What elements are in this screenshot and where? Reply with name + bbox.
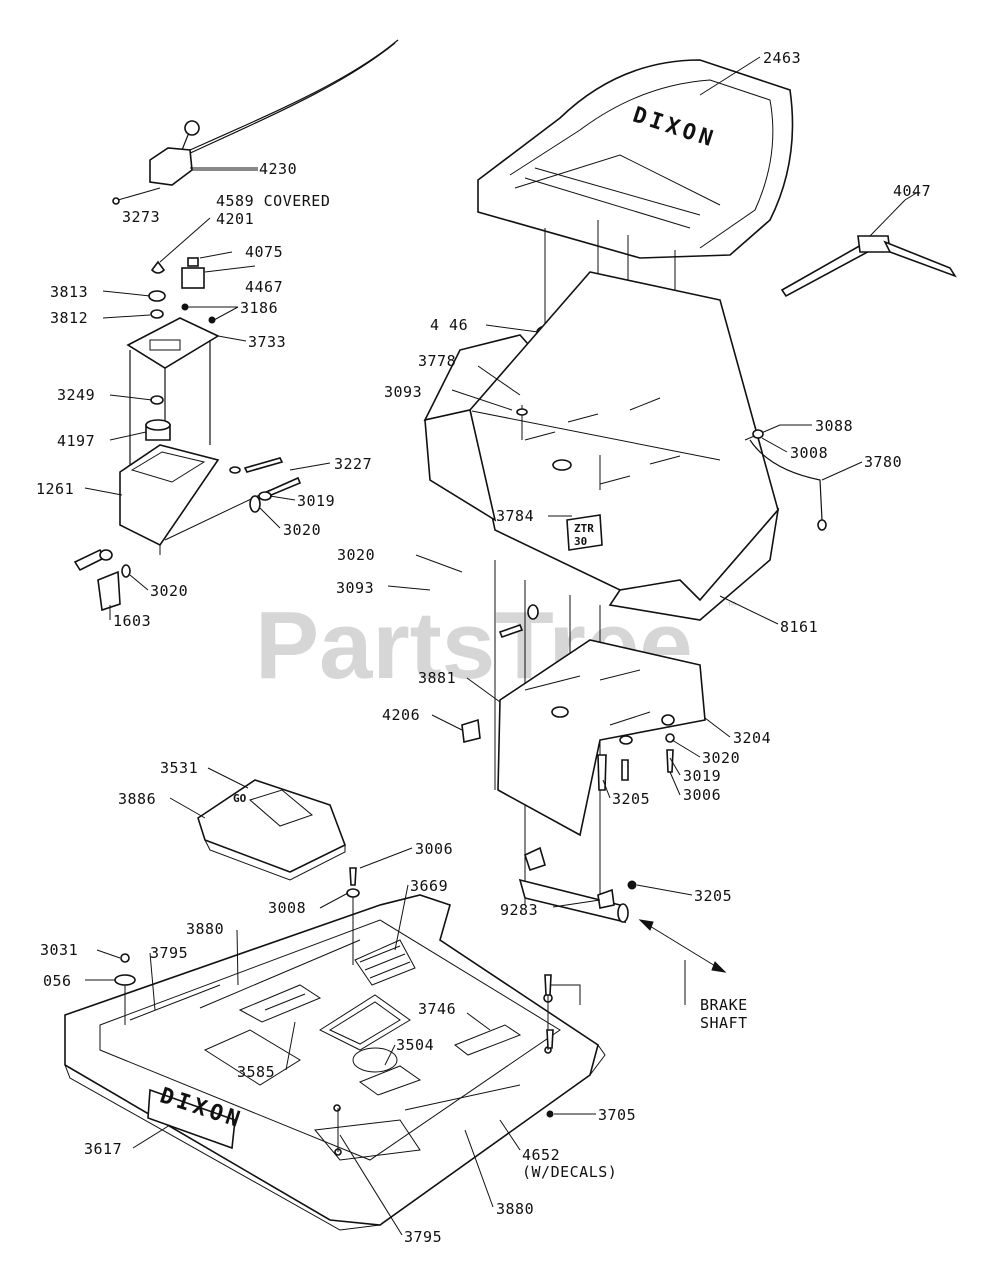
label-3813: 3813 (50, 283, 88, 301)
label-3795a: 3795 (150, 944, 188, 962)
label-3705: 3705 (598, 1106, 636, 1124)
label-3273: 3273 (122, 208, 160, 226)
label-3020c: 3020 (337, 546, 375, 564)
label-4206: 4206 (382, 706, 420, 724)
label-4146: 4 46 (430, 316, 468, 334)
label-3784: 3784 (496, 507, 534, 525)
fender-8161: ZTR 30 (423, 271, 827, 621)
control-box-1261 (73, 317, 302, 612)
label-3205b: 3205 (694, 887, 732, 905)
label-3093b: 3093 (336, 579, 374, 597)
label-3019b: 3019 (683, 767, 721, 785)
label-3880a: 3880 (186, 920, 224, 938)
label-3733: 3733 (248, 333, 286, 351)
label-3031: 3031 (40, 941, 78, 959)
brake-shaft-9283 (518, 846, 727, 973)
leader-lines (84, 56, 919, 1236)
label-1603: 1603 (113, 612, 151, 630)
label-3020b: 3020 (150, 582, 188, 600)
label-4201: 4201 (216, 210, 254, 228)
label-1261: 1261 (36, 480, 74, 498)
label-3531: 3531 (160, 759, 198, 777)
label-4075: 4075 (245, 243, 283, 261)
label-3088: 3088 (815, 417, 853, 435)
label-9283: 9283 (500, 901, 538, 919)
label-3249: 3249 (57, 386, 95, 404)
label-3778: 3778 (418, 352, 456, 370)
label-3886: 3886 (118, 790, 156, 808)
label-3617: 3617 (84, 1140, 122, 1158)
label-3006a: 3006 (683, 786, 721, 804)
floor-pan-3880: DIXON (64, 867, 606, 1231)
pan-note: GO (233, 792, 247, 805)
label-3812: 3812 (50, 309, 88, 327)
label-3006b: 3006 (415, 840, 453, 858)
part-labels: 2463 4230 3273 4589 COVERED 4201 4075 44… (36, 49, 931, 1246)
control-knob-hardware (148, 217, 216, 324)
label-4652-decals: (W/DECALS) (522, 1163, 617, 1181)
label-3008b: 3008 (268, 899, 306, 917)
throttle-cable-assembly (112, 39, 399, 205)
label-3019a: 3019 (297, 492, 335, 510)
seat-2463: DIXON (477, 59, 794, 259)
seat-plate-3881 (461, 560, 706, 905)
label-4467: 4467 (245, 278, 283, 296)
label-3585: 3585 (237, 1063, 275, 1081)
label-3780: 3780 (864, 453, 902, 471)
label-3880b: 3880 (496, 1200, 534, 1218)
label-3008a: 3008 (790, 444, 828, 462)
label-2463: 2463 (763, 49, 801, 67)
label-3204: 3204 (733, 729, 771, 747)
plate-note-2: 30 (574, 535, 587, 548)
plate-note-1: ZTR (574, 522, 594, 535)
label-056: 056 (43, 972, 72, 990)
label-3795b: 3795 (404, 1228, 442, 1246)
label-3504: 3504 (396, 1036, 434, 1054)
label-8161: 8161 (780, 618, 818, 636)
label-3020a: 3020 (283, 521, 321, 539)
label-4589: 4589 COVERED (216, 192, 330, 210)
label-4197: 4197 (57, 432, 95, 450)
label-3227: 3227 (334, 455, 372, 473)
label-3093a: 3093 (384, 383, 422, 401)
seat-switch-4047 (780, 199, 957, 298)
cover-3886: GO (197, 779, 347, 881)
watermark-tm: ™ (728, 600, 736, 616)
label-4230: 4230 (259, 160, 297, 178)
label-4652: 4652 (522, 1146, 560, 1164)
label-3020d: 3020 (702, 749, 740, 767)
label-3669: 3669 (410, 877, 448, 895)
label-3205a: 3205 (612, 790, 650, 808)
label-3881: 3881 (418, 669, 456, 687)
label-3746: 3746 (418, 1000, 456, 1018)
label-shaft: SHAFT (700, 1014, 748, 1032)
label-brake: BRAKE (700, 996, 748, 1014)
label-4047: 4047 (893, 182, 931, 200)
label-3186: 3186 (240, 299, 278, 317)
